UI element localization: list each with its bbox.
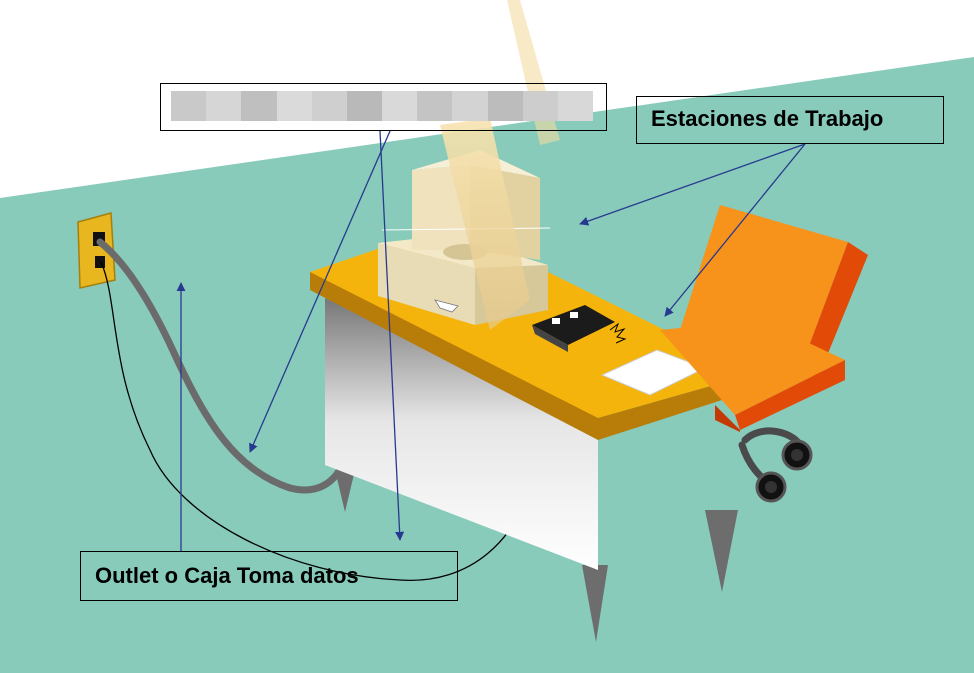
desk-front-panel: [325, 298, 598, 570]
arrow-to-floor: [379, 130, 405, 541]
redact-cell: [452, 91, 488, 121]
redact-cell: [171, 91, 207, 121]
arrow-to-computer: [579, 143, 806, 226]
telephone: [532, 305, 627, 352]
redact-cell: [241, 91, 277, 121]
spotlight: [440, 118, 530, 330]
redacted-label-text: [171, 91, 594, 121]
redact-cell: [346, 91, 383, 121]
outlet-label: Outlet o Caja Toma datos: [80, 551, 458, 601]
stations-label: Estaciones de Trabajo: [636, 96, 944, 144]
desk-leg-left: [335, 470, 355, 512]
redact-cell: [522, 91, 558, 121]
redact-cell: [382, 91, 418, 121]
redact-cell: [311, 91, 347, 121]
redact-cell: [276, 91, 312, 121]
desk-leg-right-back: [705, 510, 738, 592]
arrow-to-cable: [249, 130, 391, 453]
office-chair: [660, 205, 868, 503]
redact-cell: [206, 91, 242, 121]
redact-cell: [557, 91, 594, 121]
redacted-label-box: [160, 83, 607, 131]
arrow-to-chair: [664, 143, 806, 317]
redact-cell: [417, 91, 453, 121]
redact-cell: [487, 91, 523, 121]
desk-leg-right-front: [582, 565, 608, 642]
